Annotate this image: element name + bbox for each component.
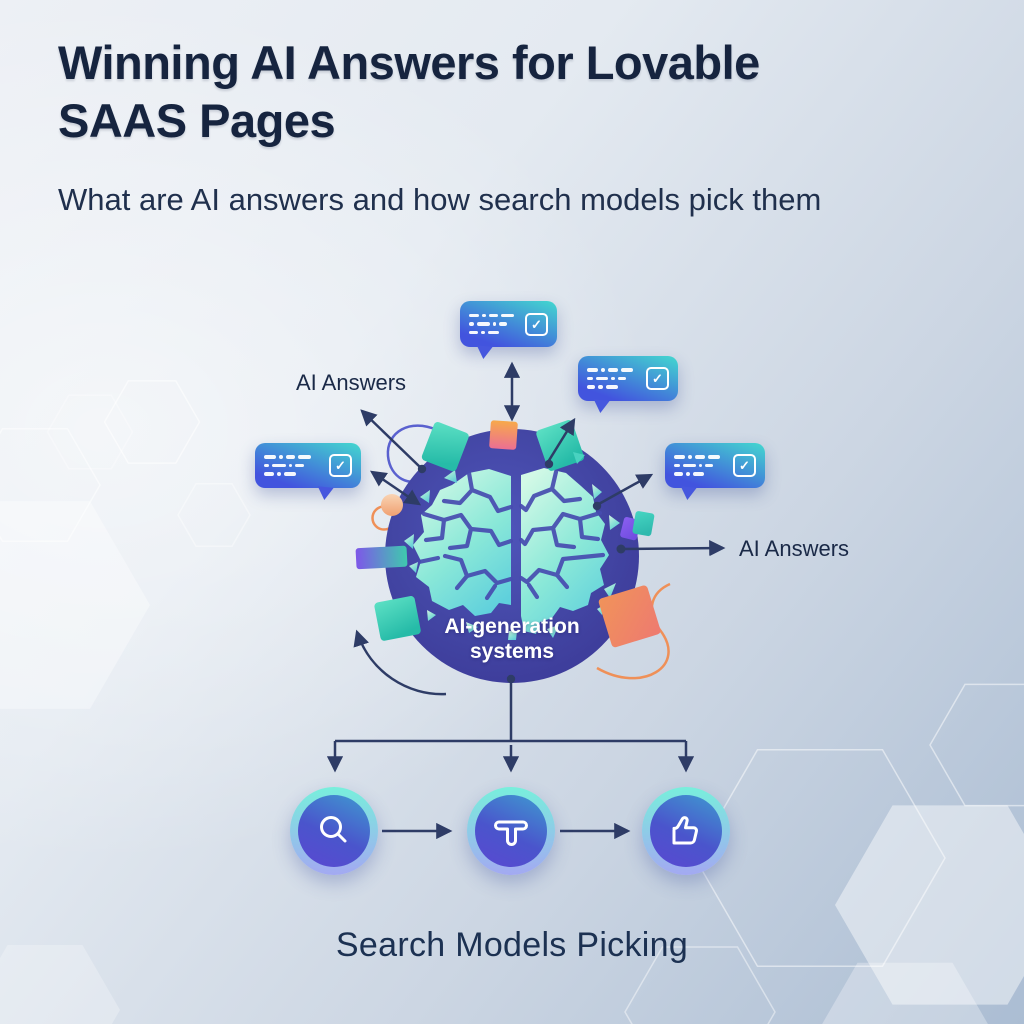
center-circle-label: AI-generation systems [402,614,622,664]
decorative-squares [355,420,661,648]
checkbox-icon: ✓ [329,454,352,477]
connector-arrows [360,361,726,557]
thumbs-up-icon [672,816,698,845]
center-label-line1: AI-generation [444,615,580,638]
bottom-caption: Search Models Picking [335,926,689,964]
step-filter-inner [475,795,547,867]
flow-connectors [326,674,695,840]
checkbox-icon: ✓ [646,367,669,390]
page-title: Winning AI Answers for Lovable SAAS Page… [58,34,918,150]
step-pick-circle [642,787,730,875]
ai-answer-bubble-right: ✓ [665,443,765,501]
checkbox-icon: ✓ [525,312,548,336]
page-title-line2: SAAS Pages [58,94,336,147]
ai-answers-label-left: AI Answers [296,370,407,395]
funnel-icon [494,820,528,846]
step-pick-inner [650,795,722,867]
checkbox-icon: ✓ [733,454,756,477]
ai-answer-bubble-top: ✓ [460,301,557,360]
brain-icon [404,468,620,640]
step-search-circle [290,787,378,875]
bubble-text-lines [469,311,514,337]
search-icon [320,816,347,843]
hexagon-pattern [0,380,1024,1024]
center-label-line2: systems [469,640,555,663]
bubble-text-lines [587,366,633,392]
ai-answer-bubble-top-right: ✓ [578,356,678,414]
ai-answer-bubble-left: ✓ [255,443,361,501]
bubble-text-lines [674,453,720,479]
step-search-inner [298,795,370,867]
page-title-line1: Winning AI Answers for Lovable [58,36,760,89]
step-filter-circle [467,787,555,875]
ai-answers-label-right: AI Answers [739,536,850,561]
bubble-text-lines [264,453,311,479]
page-subtitle: What are AI answers and how search model… [58,182,822,217]
